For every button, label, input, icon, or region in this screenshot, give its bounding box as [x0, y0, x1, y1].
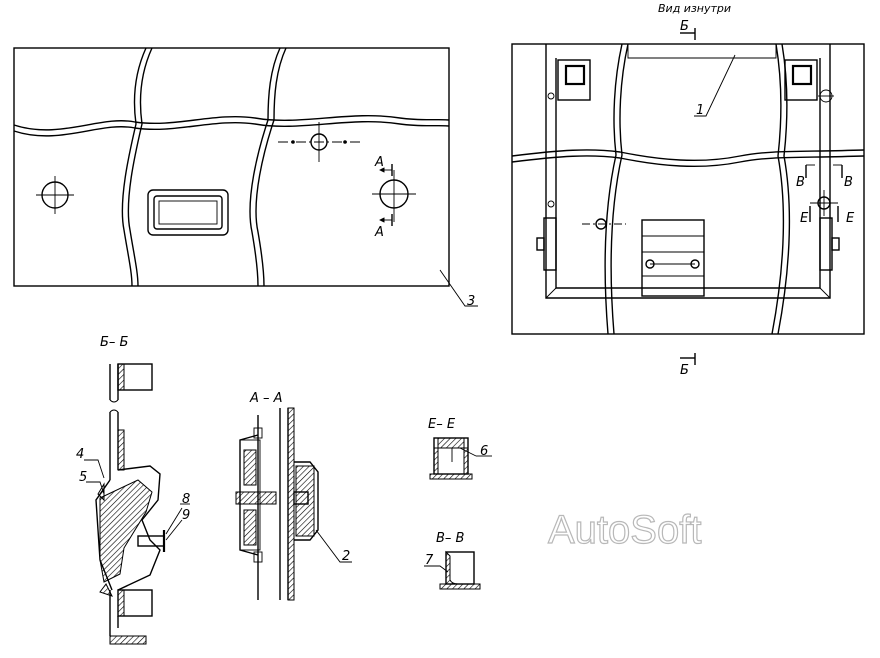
callout-4: 4 — [76, 447, 84, 462]
section-bb-label: Б– Б — [100, 335, 129, 350]
section-bb: Б– Б 4 5 8 9 — [76, 335, 190, 645]
callout-9: 9 — [182, 508, 190, 523]
outside-view-panel: А А 3 — [13, 47, 478, 309]
mark-a-top: А — [374, 155, 384, 170]
callout-6: 6 — [480, 444, 488, 459]
callout-7: 7 — [425, 553, 434, 568]
inside-view-panel: Вид изнутри Б — [511, 2, 865, 378]
lamp-window — [147, 189, 229, 236]
section-ee-label: Е– Е — [428, 417, 456, 432]
mark-b-bottom: Б — [680, 363, 689, 378]
mark-b-top: Б — [680, 19, 689, 34]
section-vv-label: В– В — [436, 531, 465, 546]
bracket-left — [557, 59, 591, 101]
mark-e-left: Е — [800, 211, 809, 226]
mark-a-bottom: А — [374, 225, 384, 240]
mark-v-left: В — [796, 175, 805, 190]
section-ee: Е– Е 6 — [428, 417, 492, 480]
mark-e-right: Е — [846, 211, 855, 226]
watermark: AutoSoft — [548, 508, 701, 552]
callout-5: 5 — [79, 470, 87, 485]
section-aa: А – А 2 — [235, 391, 352, 601]
callout-2: 2 — [342, 549, 350, 564]
callout-1: 1 — [696, 103, 704, 118]
mark-v-right: В — [844, 175, 853, 190]
callout-8: 8 — [182, 492, 190, 507]
section-vv: В– В 7 — [424, 531, 481, 590]
lamp-housing — [641, 219, 705, 297]
section-aa-label: А – А — [249, 391, 283, 406]
view-inside-label: Вид изнутри — [658, 2, 731, 15]
callout-3: 3 — [467, 294, 475, 309]
bracket-right — [784, 59, 818, 101]
